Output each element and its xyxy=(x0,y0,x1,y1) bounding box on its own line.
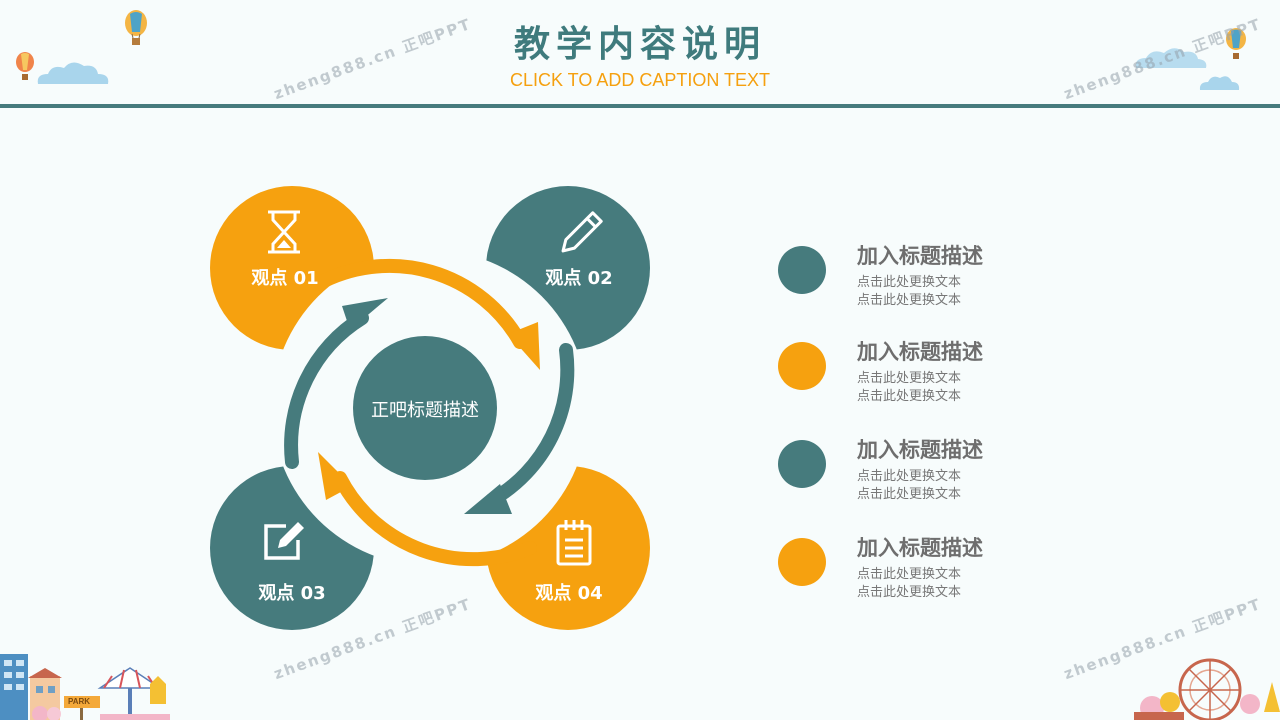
balloon-icon xyxy=(125,10,147,45)
legend-item[interactable]: 加入标题描述 点击此处更换文本 点击此处更换文本 xyxy=(778,438,1078,510)
page-subtitle[interactable]: CLICK TO ADD CAPTION TEXT xyxy=(509,70,771,90)
park-sign: PARK xyxy=(68,697,91,706)
legend-title: 加入标题描述 xyxy=(857,244,983,268)
balloon-icon xyxy=(16,52,34,80)
cycle-arrowhead-left xyxy=(342,298,388,330)
header: 教学内容说明 CLICK TO ADD CAPTION TEXT xyxy=(0,0,1280,110)
city-illustration xyxy=(0,654,170,720)
viewpoint-label-03: 观点 03 xyxy=(258,583,326,604)
center-circle[interactable] xyxy=(353,336,497,480)
legend-line: 点击此处更换文本 xyxy=(857,371,962,386)
legend-item[interactable]: 加入标题描述 点击此处更换文本 点击此处更换文本 xyxy=(778,340,1078,412)
cycle-arrowhead-top xyxy=(508,322,540,370)
legend-item[interactable]: 加入标题描述 点击此处更换文本 点击此处更换文本 xyxy=(778,244,1078,316)
legend-description: 点击此处更换文本 点击此处更换文本 xyxy=(857,468,961,504)
legend-title: 加入标题描述 xyxy=(857,536,983,560)
cloud-icon xyxy=(37,62,109,84)
legend-description: 点击此处更换文本 点击此处更换文本 xyxy=(857,566,961,602)
cloud-icon xyxy=(1135,48,1207,68)
pencil-icon xyxy=(561,211,603,253)
cycle-arrow-right xyxy=(485,343,575,507)
balloon-icon xyxy=(1226,28,1246,59)
viewpoint-label-02: 观点 02 xyxy=(545,268,613,289)
legend-title: 加入标题描述 xyxy=(857,438,983,462)
legend-dot xyxy=(778,538,826,586)
legend-description: 点击此处更换文本 点击此处更换文本 xyxy=(857,370,961,406)
hourglass-icon xyxy=(268,210,300,254)
legend-line: 点击此处更换文本 xyxy=(857,469,962,484)
cycle-arrow-left xyxy=(284,311,369,469)
ferris-wheel-illustration xyxy=(1134,658,1280,720)
viewpoint-label-04: 观点 04 xyxy=(535,583,603,604)
legend-dot xyxy=(778,440,826,488)
cycle-arrow-bottom xyxy=(333,471,537,567)
legend-item[interactable]: 加入标题描述 点击此处更换文本 点击此处更换文本 xyxy=(778,536,1078,608)
legend-line: 点击此处更换文本 xyxy=(857,567,962,582)
legend-dot xyxy=(778,246,826,294)
header-divider xyxy=(0,104,1280,108)
legend-line: 点击此处更换文本 xyxy=(857,389,962,404)
legend-line: 点击此处更换文本 xyxy=(857,293,962,308)
legend-dot xyxy=(778,342,826,390)
legend-line: 点击此处更换文本 xyxy=(857,275,962,290)
cycle-arrowhead-right xyxy=(464,484,512,514)
page-title: 教学内容说明 xyxy=(513,23,766,65)
cloud-icon xyxy=(1199,76,1240,90)
notepad-icon xyxy=(556,520,592,566)
edit-icon xyxy=(264,522,304,560)
legend-line: 点击此处更换文本 xyxy=(857,585,962,600)
legend-description: 点击此处更换文本 点击此处更换文本 xyxy=(857,274,961,310)
center-label: 正吧标题描述 xyxy=(371,400,479,421)
legend-title: 加入标题描述 xyxy=(857,340,983,364)
cycle-arrow-top xyxy=(311,258,527,349)
cycle-arrowhead-bottom xyxy=(318,452,352,500)
legend-line: 点击此处更换文本 xyxy=(857,487,962,502)
viewpoint-label-01: 观点 01 xyxy=(251,268,319,289)
